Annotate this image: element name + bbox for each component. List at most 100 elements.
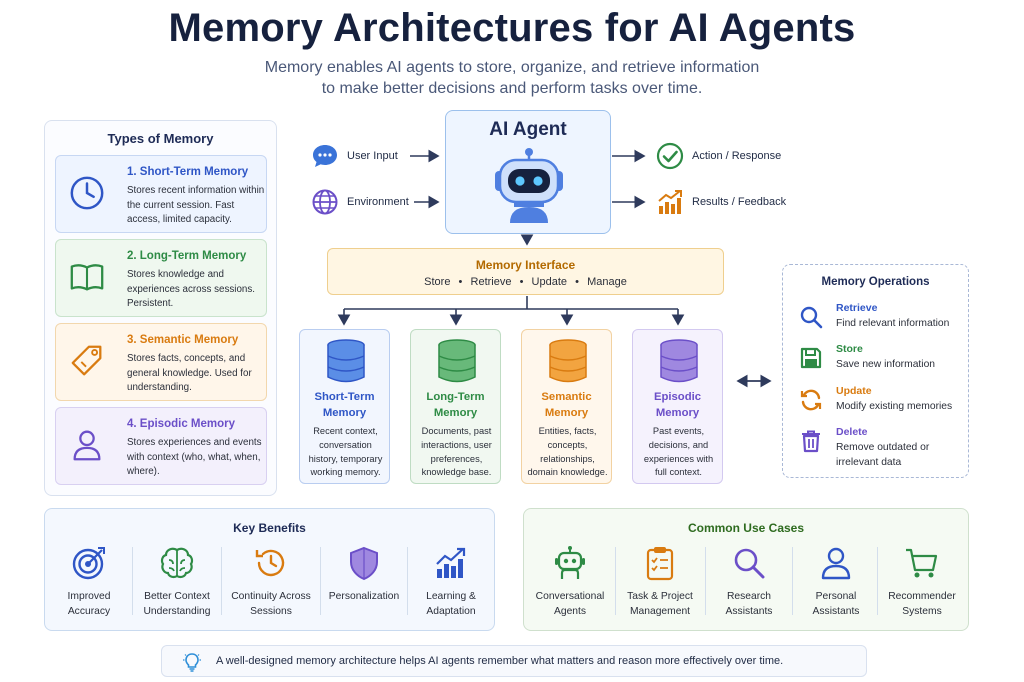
- lightbulb-icon: [183, 653, 201, 672]
- benefit-item: Personalization: [323, 545, 405, 627]
- memory-operations-panel: Memory Operations Retrieve Find relevant…: [782, 264, 969, 478]
- op-retrieve: Retrieve Find relevant information: [799, 302, 967, 338]
- check-icon: [656, 142, 684, 170]
- common-use-cases-panel: Common Use Cases Conversational Agents T…: [523, 508, 969, 631]
- input-environment: Environment: [311, 188, 409, 216]
- store-episodic: Episodic Memory Past events, decisions, …: [632, 329, 723, 484]
- page-subtitle: Memory enables AI agents to store, organ…: [0, 57, 1024, 99]
- type-desc: Stores knowledge and experiences across …: [127, 269, 255, 309]
- benefit-item: Better Context Understanding: [135, 545, 219, 627]
- type-card-short-term: 1. Short-Term Memory Stores recent infor…: [55, 155, 267, 233]
- person-icon: [73, 430, 101, 461]
- agent-title: AI Agent: [489, 119, 567, 140]
- type-desc: Stores recent information within the cur…: [127, 185, 265, 225]
- footer-text: A well-designed memory architecture help…: [216, 655, 784, 667]
- store-desc: Past events, decisions, and experiences …: [643, 426, 714, 478]
- benefit-label: Improved Accuracy: [67, 591, 111, 617]
- globe-icon: [312, 189, 338, 215]
- output-label: Action / Response: [692, 150, 782, 162]
- type-card-long-term: 2. Long-Term Memory Stores knowledge and…: [55, 239, 267, 317]
- separator: [792, 547, 793, 615]
- separator: [877, 547, 878, 615]
- op-desc: Remove outdated or irrelevant data: [836, 442, 930, 468]
- separator: [221, 547, 222, 615]
- store-name: Long-Term Memory: [426, 391, 485, 419]
- clock-icon: [70, 176, 104, 210]
- type-card-semantic: 3. Semantic Memory Stores facts, concept…: [55, 323, 267, 401]
- clipboard-icon: [646, 547, 674, 581]
- usecase-label: Task & Project Management: [627, 591, 693, 617]
- robot-icon: [495, 148, 563, 223]
- input-label: Environment: [347, 196, 409, 208]
- save-icon: [800, 347, 822, 369]
- op-name: Delete: [836, 426, 868, 438]
- benefit-item: Continuity Across Sessions: [225, 545, 317, 627]
- growth-chart-icon: [436, 547, 466, 578]
- op-update: Update Modify existing memories: [799, 385, 967, 421]
- footer-note: A well-designed memory architecture help…: [161, 645, 867, 677]
- op-name: Store: [836, 343, 863, 355]
- target-icon: [72, 547, 105, 580]
- subtitle-line-2: to make better decisions and perform tas…: [321, 80, 703, 97]
- subtitle-line-1: Memory enables AI agents to store, organ…: [264, 59, 760, 76]
- interface-operations: Store • Retrieve • Update • Manage: [424, 276, 627, 288]
- interface-title: Memory Interface: [475, 258, 576, 272]
- op-desc: Modify existing memories: [836, 401, 953, 412]
- type-name: 2. Long-Term Memory: [127, 250, 247, 262]
- type-desc: Stores experiences and events with conte…: [127, 437, 262, 477]
- types-panel-title: Types of Memory: [107, 131, 214, 146]
- output-label: Results / Feedback: [692, 196, 787, 208]
- trash-icon: [802, 430, 820, 453]
- type-name: 3. Semantic Memory: [127, 334, 239, 346]
- store-name: Semantic Memory: [541, 391, 592, 419]
- store-long-term: Long-Term Memory Documents, past interac…: [410, 329, 501, 484]
- key-benefits-panel: Key Benefits Improved Accuracy Better Co…: [44, 508, 495, 631]
- op-desc: Find relevant information: [836, 318, 950, 329]
- separator: [320, 547, 321, 615]
- shield-icon: [350, 546, 378, 581]
- separator: [615, 547, 616, 615]
- benefit-label: Learning & Adaptation: [426, 591, 476, 617]
- chat-icon: [313, 145, 337, 167]
- chart-up-icon: [658, 190, 682, 214]
- op-name: Retrieve: [836, 302, 878, 314]
- history-icon: [255, 549, 285, 577]
- op-desc: Save new information: [836, 359, 936, 370]
- bot-icon: [555, 546, 585, 579]
- book-icon: [70, 264, 104, 291]
- type-name: 4. Episodic Memory: [127, 418, 236, 430]
- usecase-item: Conversational Agents: [528, 545, 612, 627]
- refresh-icon: [800, 389, 822, 411]
- store-semantic: Semantic Memory Entities, facts, concept…: [521, 329, 612, 484]
- store-short-term: Short-Term Memory Recent context, conver…: [299, 329, 390, 484]
- separator: [407, 547, 408, 615]
- database-icon: [549, 339, 587, 383]
- benefit-label: Better Context Understanding: [143, 591, 211, 617]
- usecase-label: Recommender Systems: [888, 591, 956, 617]
- usecase-item: Personal Assistants: [794, 545, 878, 627]
- separator: [705, 547, 706, 615]
- benefit-item: Learning & Adaptation: [411, 545, 491, 627]
- benefits-title: Key Benefits: [233, 521, 306, 535]
- memory-interface-box: Memory Interface Store • Retrieve • Upda…: [327, 248, 724, 295]
- output-action: Action / Response: [656, 142, 781, 170]
- search-icon: [800, 306, 823, 329]
- type-desc: Stores facts, concepts, and general know…: [127, 353, 252, 393]
- database-icon: [327, 339, 365, 383]
- benefit-item: Improved Accuracy: [49, 545, 129, 627]
- database-icon: [660, 339, 698, 383]
- store-desc: Recent context, conversation history, te…: [308, 426, 383, 478]
- store-name: Short-Term Memory: [314, 391, 375, 419]
- cart-icon: [906, 548, 938, 578]
- user-icon: [821, 547, 851, 580]
- input-label: User Input: [347, 150, 398, 162]
- separator: [132, 547, 133, 615]
- ops-title: Memory Operations: [821, 276, 930, 288]
- op-delete: Delete Remove outdated or irrelevant dat…: [799, 426, 967, 468]
- types-of-memory-panel: Types of Memory 1. Short-Term Memory Sto…: [44, 120, 277, 496]
- store-desc: Documents, past interactions, user prefe…: [421, 426, 492, 478]
- input-user: User Input: [311, 142, 398, 170]
- output-results: Results / Feedback: [656, 188, 786, 216]
- store-name: Episodic Memory: [653, 391, 702, 419]
- ai-agent-box: AI Agent: [445, 110, 611, 234]
